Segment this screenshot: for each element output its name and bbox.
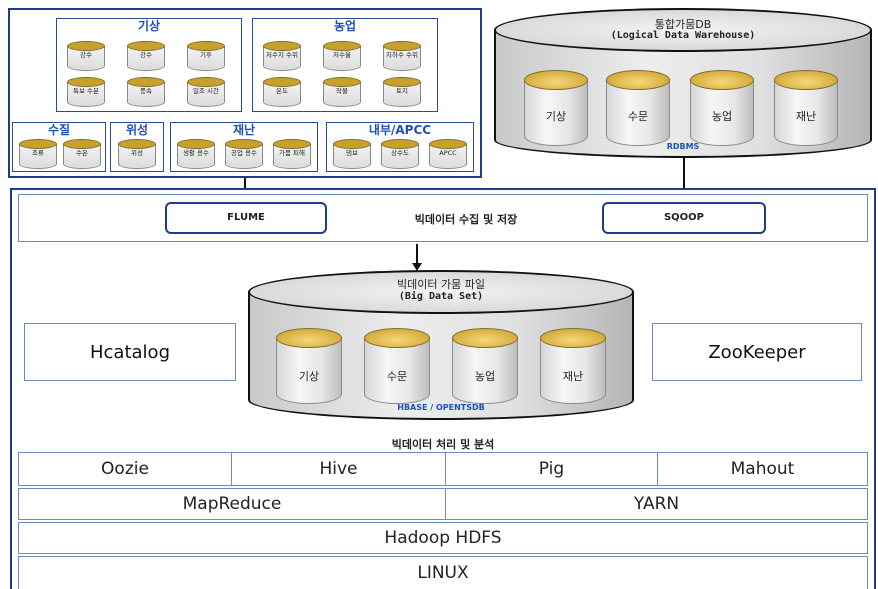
agriculture-item-db: 온도 <box>263 77 301 107</box>
water-quality-title: 수질 <box>47 123 71 137</box>
collection-to-dataset-arrow <box>416 244 418 264</box>
disaster-title: 재난 <box>232 123 256 137</box>
pig-cell: Pig <box>445 453 657 485</box>
collection-storage-label: 빅데이터 수집 및 저장 <box>414 213 518 226</box>
weather-item-db: 강수 <box>127 41 165 71</box>
water-item-db: 조류 <box>19 139 57 169</box>
data-sources-panel: 기상 강수 강수 기후 특보 수분 풍속 일조 시간 농업 저수지 수위 저수율… <box>8 8 482 178</box>
agriculture-item-db: 지하수 수위 <box>383 41 421 71</box>
mapreduce-cell: MapReduce <box>182 494 282 514</box>
integrated-db-agriculture-cylinder: 농업 <box>690 70 754 146</box>
big-data-title-line2: (Big Data Set) <box>398 291 484 302</box>
sqoop-box: SQOOP <box>602 202 766 234</box>
big-data-weather-cylinder: 기상 <box>276 328 342 404</box>
hbase-opentsdb-label: HBASE / OPENTSDB <box>397 403 485 412</box>
weather-item-db: 풍속 <box>127 77 165 107</box>
ecosystem-tools-row: Oozie Hive Pig Mahout <box>18 452 868 486</box>
big-data-title-line1: 빅데이터 가뭄 파일 <box>397 278 485 291</box>
hdfs-cell: Hadoop HDFS <box>384 528 502 548</box>
water-item-db: 수온 <box>63 139 101 169</box>
weather-source-group: 기상 강수 강수 기후 특보 수분 풍속 일조 시간 <box>56 18 242 112</box>
internal-item-db: APCC <box>429 139 467 169</box>
disaster-item-db: 생활 용수 <box>177 139 215 169</box>
flume-box: FLUME <box>165 202 327 234</box>
big-data-agriculture-cylinder: 농업 <box>452 328 518 404</box>
yarn-cell: YARN <box>445 489 867 519</box>
integrated-db-hydrology-cylinder: 수문 <box>606 70 670 146</box>
zookeeper-box: ZooKeeper <box>652 323 862 381</box>
oozie-cell: Oozie <box>101 459 149 479</box>
internal-item-db: 상수도 <box>381 139 419 169</box>
weather-item-db: 특보 수분 <box>67 77 105 107</box>
satellite-item-db: 위성 <box>118 139 156 169</box>
big-data-disaster-cylinder: 재난 <box>540 328 606 404</box>
disaster-item-db: 공업 용수 <box>225 139 263 169</box>
linux-row: LINUX <box>18 556 868 589</box>
weather-title: 기상 <box>137 19 161 33</box>
hcatalog-label: Hcatalog <box>90 341 170 363</box>
water-quality-source-group: 수질 조류 수온 <box>12 122 106 172</box>
agriculture-title: 농업 <box>333 19 357 33</box>
rdbms-label: RDBMS <box>666 142 700 151</box>
sources-to-flume-arrow <box>244 178 246 190</box>
hcatalog-box: Hcatalog <box>24 323 236 381</box>
integrated-db-weather-cylinder: 기상 <box>524 70 588 146</box>
dataset-arrow-head <box>412 263 422 271</box>
agriculture-item-db: 저수율 <box>323 41 361 71</box>
zookeeper-label: ZooKeeper <box>708 341 806 363</box>
integrated-db-title-line2: (Logical Data Warehouse) <box>610 30 756 41</box>
processing-analysis-label: 빅데이터 처리 및 분석 <box>391 438 495 451</box>
satellite-source-group: 위성 위성 <box>110 122 164 172</box>
mahout-cell: Mahout <box>657 453 867 485</box>
internal-apcc-source-group: 내부/APCC 댐보 상수도 APCC <box>326 122 474 172</box>
agriculture-item-db: 토지 <box>383 77 421 107</box>
agriculture-source-group: 농업 저수지 수위 저수율 지하수 수위 온도 작물 토지 <box>252 18 438 112</box>
linux-cell: LINUX <box>417 563 469 583</box>
hive-cell: Hive <box>231 453 445 485</box>
disaster-item-db: 가뭄 피해 <box>273 139 311 169</box>
processing-framework-row: MapReduce YARN <box>18 488 868 520</box>
weather-item-db: 기후 <box>187 41 225 71</box>
agriculture-item-db: 작물 <box>323 77 361 107</box>
db-to-sqoop-arrow <box>683 158 685 190</box>
internal-item-db: 댐보 <box>333 139 371 169</box>
weather-item-db: 일조 시간 <box>187 77 225 107</box>
big-data-hydrology-cylinder: 수문 <box>364 328 430 404</box>
disaster-source-group: 재난 생활 용수 공업 용수 가뭄 피해 <box>170 122 318 172</box>
integrated-db-title-line1: 통합가뭄DB <box>654 18 712 31</box>
internal-apcc-title: 내부/APCC <box>368 123 432 137</box>
weather-item-db: 강수 <box>67 41 105 71</box>
hadoop-hdfs-row: Hadoop HDFS <box>18 522 868 554</box>
agriculture-item-db: 저수지 수위 <box>263 41 301 71</box>
satellite-title: 위성 <box>125 123 149 137</box>
integrated-db-disaster-cylinder: 재난 <box>774 70 838 146</box>
